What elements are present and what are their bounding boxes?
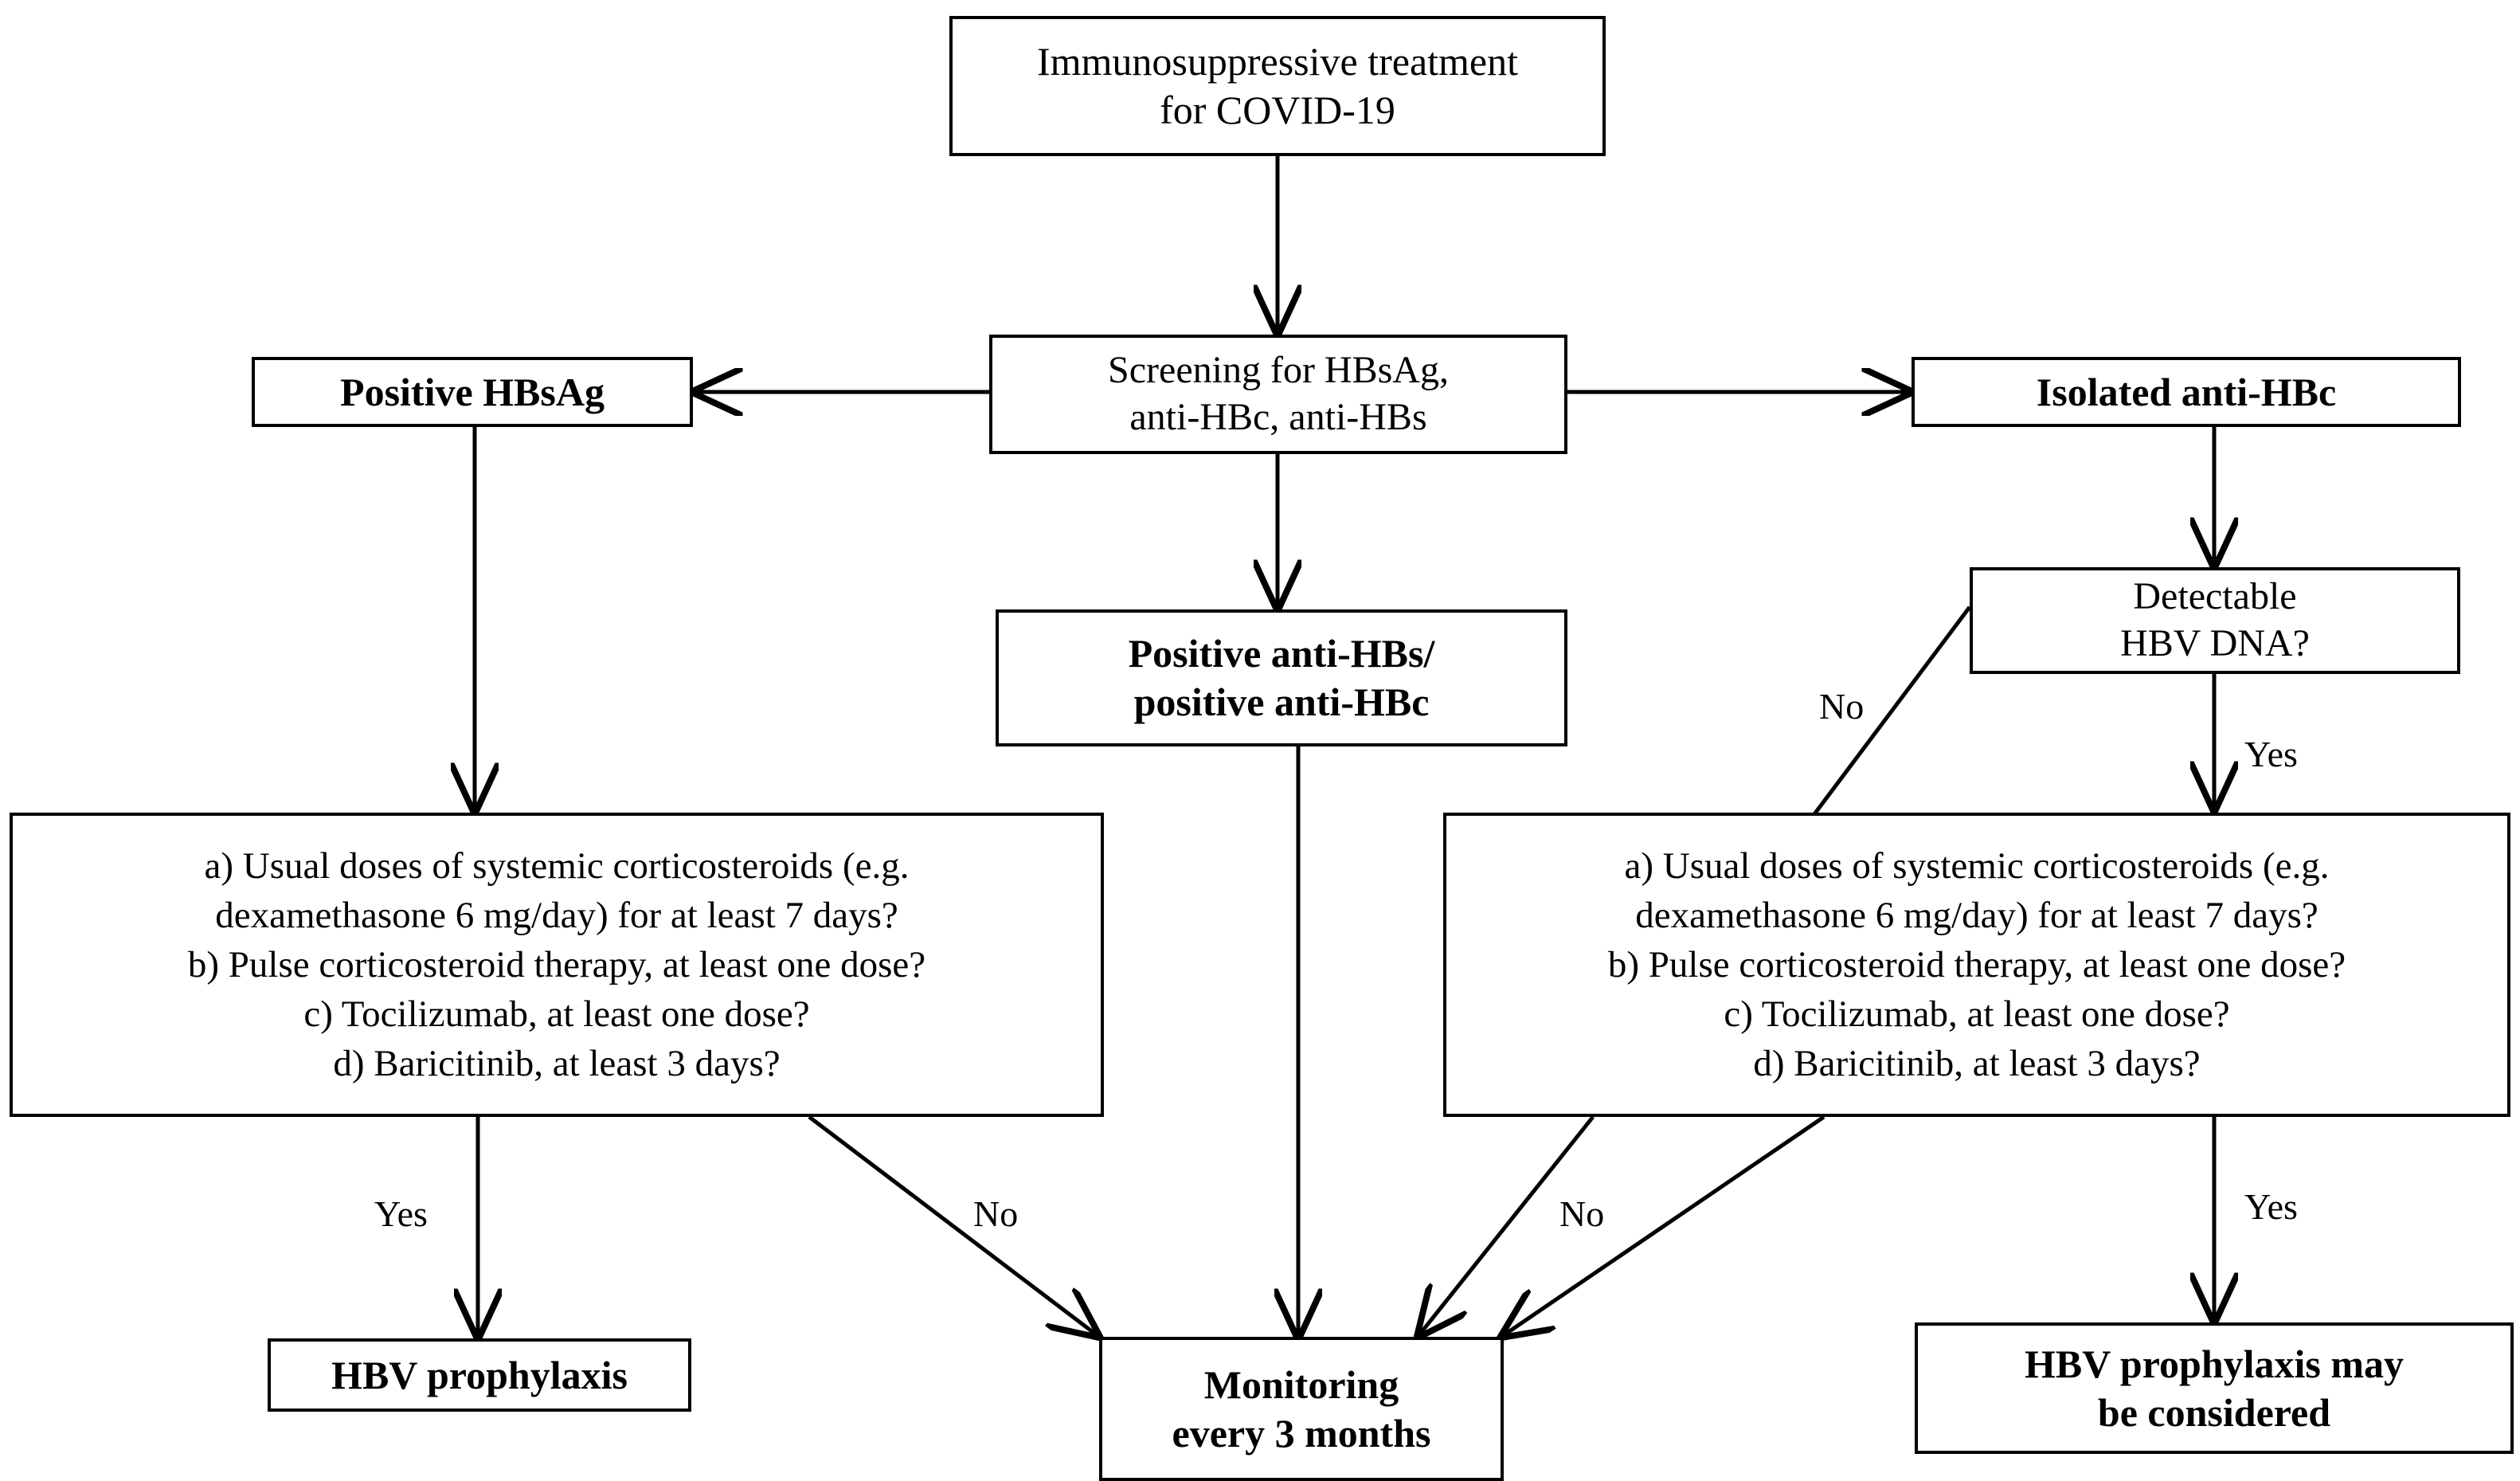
node-criteria-right-label: a) Usual doses of systemic corticosteroi… [1607, 844, 2346, 1085]
node-monitoring[interactable]: Monitoring every 3 months [1099, 1337, 1504, 1481]
node-detectable-hbv-dna[interactable]: Detectable HBV DNA? [1970, 567, 2460, 674]
edge-label-left-no: No [973, 1193, 1019, 1234]
edge-label-dna-no: No [1819, 686, 1865, 727]
node-screening-label: Screening for HBsAg, anti-HBc, anti-HBs [1108, 349, 1449, 438]
edge-criteria-right-no-outer-to-monitoring [1418, 1115, 1595, 1337]
edge-criteria-left-no-to-monitoring [808, 1115, 1099, 1337]
edge-label-left-yes: Yes [374, 1193, 428, 1234]
node-hbv-prophylaxis-label: HBV prophylaxis [331, 1352, 628, 1397]
edge-criteria-right-no-inner-to-monitoring [1501, 1115, 1825, 1337]
node-hbv-prophylaxis-may-be-considered[interactable]: HBV prophylaxis may be considered [1915, 1322, 2514, 1454]
node-hbv-prophylaxis[interactable]: HBV prophylaxis [268, 1338, 691, 1412]
edge-label-right-yes: Yes [2244, 1186, 2298, 1227]
node-criteria-left-label: a) Usual doses of systemic corticosteroi… [187, 844, 926, 1085]
node-monitoring-label: Monitoring every 3 months [1172, 1362, 1431, 1456]
edge-label-dna-yes: Yes [2244, 734, 2298, 774]
node-criteria-right[interactable]: a) Usual doses of systemic corticosteroi… [1443, 813, 2510, 1117]
node-detectable-hbv-dna-label: Detectable HBV DNA? [2120, 575, 2310, 664]
edge-label-right-no: No [1559, 1193, 1605, 1234]
node-immunosuppressive-treatment[interactable]: Immunosuppressive treatment for COVID-19 [949, 16, 1606, 156]
edge-dna-no-to-criteria-right [1813, 605, 1971, 816]
node-immunosuppressive-treatment-label: Immunosuppressive treatment for COVID-19 [1036, 39, 1519, 132]
node-positive-hbsag-label: Positive HBsAg [340, 369, 605, 414]
node-positive-anti-hbs[interactable]: Positive anti-HBs/ positive anti-HBc [996, 609, 1567, 746]
node-isolated-anti-hbc[interactable]: Isolated anti-HBc [1912, 357, 2461, 427]
node-isolated-anti-hbc-label: Isolated anti-HBc [2036, 369, 2337, 414]
node-positive-anti-hbs-label: Positive anti-HBs/ positive anti-HBc [1128, 631, 1435, 724]
node-positive-hbsag[interactable]: Positive HBsAg [252, 357, 693, 427]
node-screening[interactable]: Screening for HBsAg, anti-HBc, anti-HBs [989, 335, 1567, 454]
node-criteria-left[interactable]: a) Usual doses of systemic corticosteroi… [10, 813, 1104, 1117]
node-hbv-prophylaxis-may-label: HBV prophylaxis may be considered [2024, 1341, 2405, 1435]
